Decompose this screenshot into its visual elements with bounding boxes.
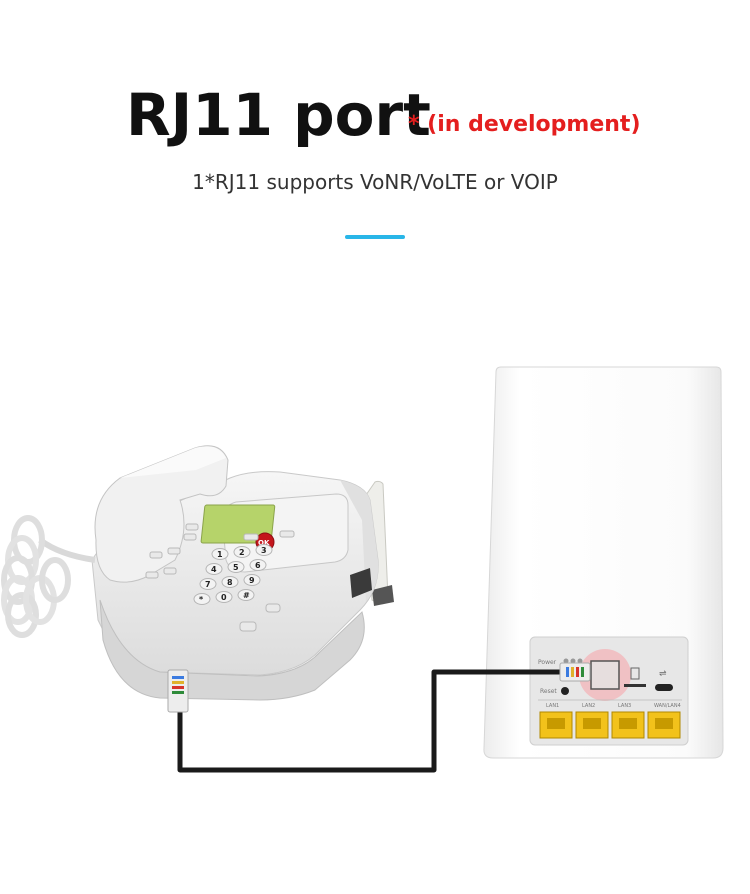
sim-slot [624, 684, 646, 687]
lan-port-socket [583, 718, 601, 729]
keypad-key: 5 [227, 561, 245, 573]
power-led-1 [563, 658, 569, 664]
page-title: RJ11 port [126, 81, 431, 149]
keypad-key-label: 2 [239, 548, 245, 557]
reset-label: Reset [540, 688, 557, 695]
title-row: RJ11 port * (in development) [0, 80, 750, 160]
keypad-key: # [237, 589, 255, 601]
accent-divider [345, 235, 405, 239]
lan-port-socket [547, 718, 565, 729]
phone-side-ports [350, 568, 372, 598]
power-label: Power [538, 659, 557, 666]
keypad-key-label: 0 [221, 593, 227, 602]
lcd-screen [200, 504, 276, 544]
usb-icon: ⇌ [659, 669, 667, 679]
keypad-key-label: 8 [227, 578, 233, 587]
keypad-key-label: * [199, 595, 204, 604]
rj11-plug-loose [167, 669, 189, 713]
reset-button [561, 687, 569, 695]
usb-c-port [655, 684, 673, 691]
keypad-key: 3 [255, 544, 273, 556]
rj11-plug-inserted [559, 662, 591, 682]
lan-port-label: WAN/LAN4 [654, 703, 681, 709]
power-led-2 [570, 658, 576, 664]
rj11-socket [590, 660, 620, 690]
keypad-key: 7 [199, 578, 217, 590]
keypad-key: 2 [233, 546, 251, 558]
redial-key [265, 603, 281, 613]
lan-port-label: LAN3 [618, 703, 631, 709]
lan-port-socket [619, 718, 637, 729]
lan-port-label: LAN2 [582, 703, 595, 709]
power-led-3 [577, 658, 583, 664]
rj11-cable [167, 662, 591, 773]
sim-icon [630, 667, 640, 680]
func-key-1 [243, 533, 259, 541]
keypad-key-label: 4 [211, 565, 217, 574]
side-keys [145, 523, 199, 579]
lan-port-label: LAN1 [546, 703, 559, 709]
keypad-key: 8 [221, 576, 239, 588]
keypad-key-label: 1 [217, 550, 223, 559]
router: Power Reset ⇌ LAN1 LAN2 LAN3 WAN/LAN4 [483, 366, 724, 759]
ok-label: OK [258, 539, 270, 547]
keypad-key-label: 5 [233, 563, 239, 572]
lan-port-socket [655, 718, 673, 729]
subtitle: 1*RJ11 supports VoNR/VoLTE or VOIP [192, 170, 558, 194]
keypad-key-label: 7 [205, 580, 211, 589]
handset [94, 445, 229, 583]
keypad-key-label: 9 [249, 576, 255, 585]
keypad-key: 9 [243, 574, 261, 586]
keypad-key-label: 3 [261, 546, 267, 555]
keypad-key: 0 [215, 591, 233, 603]
speaker-key [239, 621, 257, 632]
keypad-key-label: 6 [255, 561, 261, 570]
func-key-2 [279, 530, 295, 538]
coiled-cord [1, 515, 96, 638]
desk-phone: OK 1 2 3 4 5 6 7 8 9 * 0 # [91, 445, 379, 701]
keypad-key: 6 [249, 559, 267, 571]
keypad-key-label: # [243, 591, 250, 600]
keypad-key: 1 [211, 548, 229, 560]
keypad-key: 4 [205, 563, 223, 575]
keypad: 1 2 3 4 5 6 7 8 9 * 0 # [193, 544, 273, 605]
development-note: * (in development) [408, 112, 641, 137]
lan-ports: LAN1 LAN2 LAN3 WAN/LAN4 [539, 703, 681, 739]
keypad-key: * [193, 593, 211, 605]
